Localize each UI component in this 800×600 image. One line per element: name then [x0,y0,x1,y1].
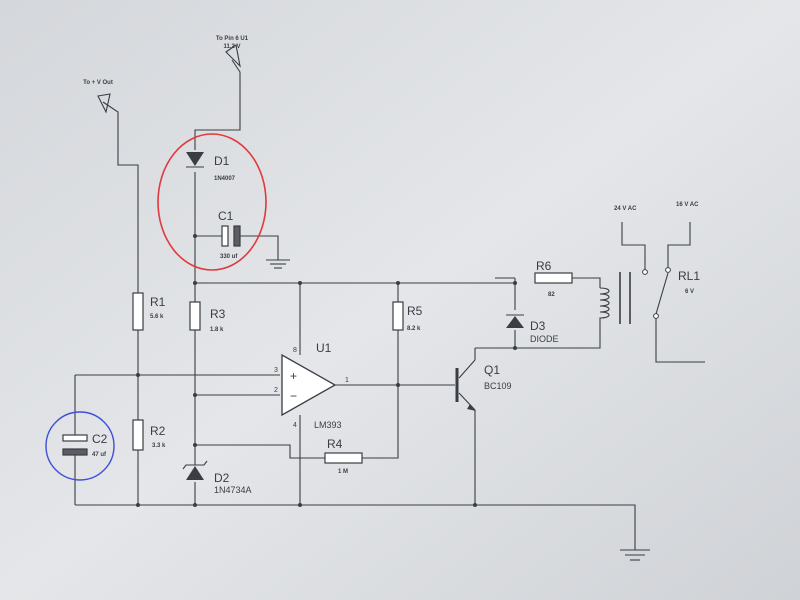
u1-value: LM393 [314,420,342,430]
ground-symbol-c1 [266,259,290,269]
rl1-relay: RL1 6 V [599,267,700,324]
ground-symbol-main [620,549,650,561]
r6-value: 82 [548,292,555,298]
c2-ref: C2 [92,432,108,446]
u1-ref: U1 [316,341,332,355]
v24-ac-label: 24 V AC [614,206,637,212]
c2-value: 47 uf [92,452,107,458]
q1-value: BC109 [484,381,512,391]
r6-ref: R6 [536,259,552,273]
u1-opamp: + − 3 2 8 4 1 U1 LM393 [274,341,349,430]
offpage-connector-vout: To + V Out [83,80,113,114]
r5-value: 8.2 k [407,326,421,332]
v16-ac-label: 16 V AC [676,202,699,208]
u1-plus-sign: + [290,369,297,383]
r5-resistor: R5 8.2 k [392,301,423,332]
d2-ref: D2 [214,471,230,485]
d1-ref: D1 [214,154,230,168]
offpage-connector-pin6: To Pin 6 U1 11.2 V [216,36,249,68]
rl1-ref: RL1 [678,269,700,283]
d1-value: 1N4007 [214,176,236,182]
r3-resistor: R3 1.8 k [189,301,226,333]
u1-pin8: 8 [293,347,297,354]
r1-value: 5.6 k [150,314,164,320]
r4-value: 1 M [338,469,348,475]
d3-ref: D3 [530,319,546,333]
d2-zener-diode: D2 1N4734A [182,460,252,495]
junction-dots [136,234,517,507]
d2-value: 1N4734A [214,485,252,495]
r2-value: 3.3 k [152,443,166,449]
d1-diode: D1 1N4007 [186,152,236,182]
to-vout-label: To + V Out [83,80,113,86]
c1-value: 330 uf [220,254,238,260]
r6-resistor: R6 82 [534,259,573,298]
to-pin6-label: To Pin 6 U1 [216,36,249,42]
d3-value: DIODE [530,334,559,344]
c2-capacitor: C2 47 uf [62,432,108,458]
u1-minus-sign: − [290,389,297,403]
r4-resistor: R4 1 M [324,437,363,475]
q1-transistor: Q1 BC109 [455,359,512,411]
r2-ref: R2 [150,424,166,438]
c1-capacitor: C1 330 uf [218,209,241,260]
r4-ref: R4 [327,437,343,451]
u1-pin1: 1 [345,377,349,384]
c1-ref: C1 [218,209,234,223]
r2-resistor: R2 3.3 k [132,419,166,451]
u1-pin4: 4 [293,422,297,429]
rl1-value: 6 V [685,289,694,295]
blue-highlight-ring [45,411,115,481]
r3-value: 1.8 k [210,327,224,333]
red-highlight-ring [157,133,267,271]
d3-diode: D3 DIODE [506,314,559,344]
r1-resistor: R1 5.6 k [132,292,166,331]
u1-pin2: 2 [274,387,278,394]
r3-ref: R3 [210,307,226,321]
u1-pin3: 3 [274,367,278,374]
pin6-voltage-label: 11.2 V [223,44,240,50]
q1-ref: Q1 [484,363,500,377]
r1-ref: R1 [150,295,166,309]
r5-ref: R5 [407,304,423,318]
